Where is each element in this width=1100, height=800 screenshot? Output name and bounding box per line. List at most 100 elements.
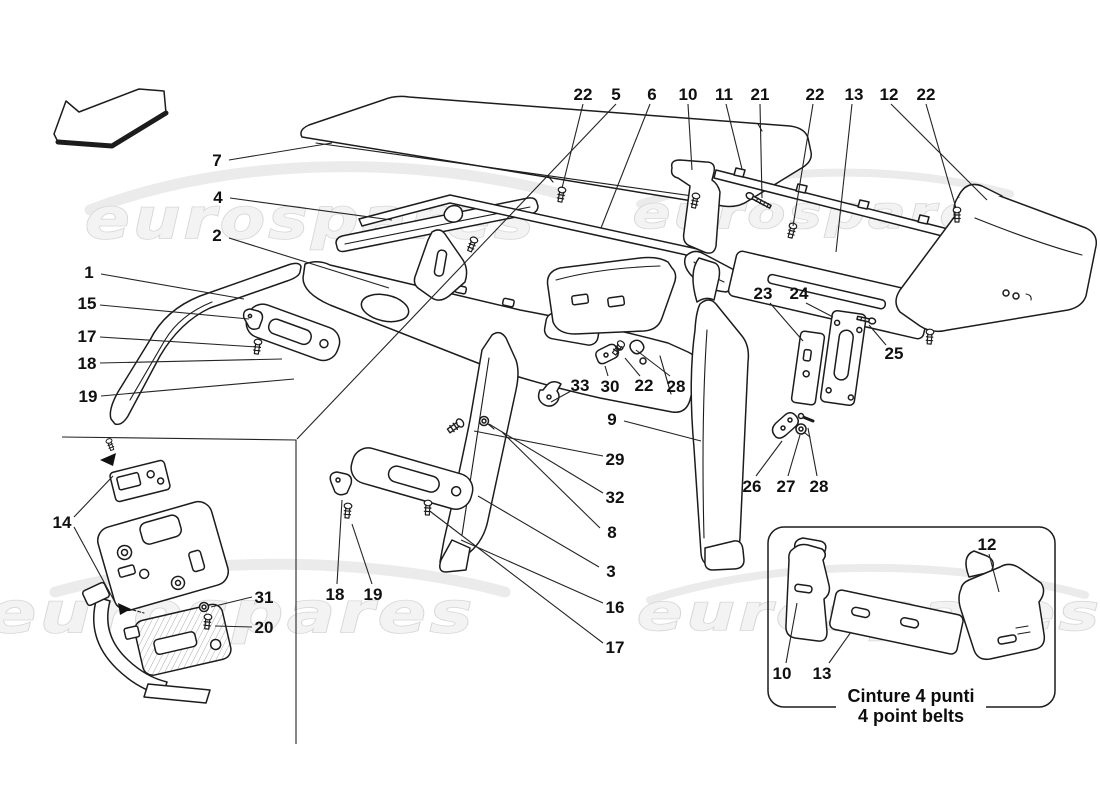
part-callout-28: 28	[810, 477, 829, 496]
part-callout-10: 10	[773, 664, 792, 683]
visor-clip	[242, 308, 264, 331]
part-callout-24: 24	[790, 284, 809, 303]
part-callout-22: 22	[806, 85, 825, 104]
part-callout-16: 16	[606, 598, 625, 617]
inset-bracket	[785, 537, 831, 642]
callout-leader-line	[430, 511, 604, 644]
console-bar	[143, 683, 211, 704]
callout-leader-line	[561, 103, 584, 189]
console-plate	[96, 500, 230, 612]
bolt-icon	[445, 416, 467, 436]
callout-leader-line	[604, 365, 609, 377]
part-callout-26: 26	[743, 477, 762, 496]
screw-icon	[422, 499, 433, 516]
part-callout-7: 7	[212, 151, 221, 170]
callout-leader-line	[635, 349, 671, 377]
part-callout-14: 14	[53, 513, 72, 532]
callout-leader-line	[501, 431, 601, 529]
callout-leader-line	[835, 103, 853, 253]
lever-clip	[771, 412, 799, 439]
overhead-console-group	[81, 437, 232, 704]
part-callout-30: 30	[601, 377, 620, 396]
part-callout-18: 18	[326, 585, 345, 604]
callout-leader-line	[725, 103, 743, 170]
visor-clip	[329, 471, 353, 496]
watermark-text: eurospares	[0, 581, 476, 646]
callout-leader-line	[769, 302, 804, 342]
callout-leader-line	[99, 304, 250, 320]
pointer-arrow-icon	[118, 603, 131, 615]
caption-backdrop	[836, 683, 986, 729]
part-callout-17: 17	[78, 327, 97, 346]
part-callout-13: 13	[813, 664, 832, 683]
b-pillar-trim	[439, 331, 519, 573]
part-callout-22: 22	[917, 85, 936, 104]
part-callout-15: 15	[78, 294, 97, 313]
pointer-arrow-icon	[100, 453, 116, 466]
inset-caption-line1: Cinture 4 punti	[848, 686, 975, 706]
swoosh-curve	[84, 161, 566, 216]
part-callout-1: 1	[84, 263, 93, 282]
screw-icon	[342, 502, 353, 520]
part-callout-31: 31	[255, 588, 274, 607]
part-callout-9: 9	[607, 410, 616, 429]
quarter-trim-panel	[895, 183, 1098, 333]
callout-leader-line	[100, 273, 245, 300]
callout-leader-line	[624, 357, 641, 377]
sun-visor-left	[242, 303, 341, 362]
callout-leader-line	[73, 475, 114, 518]
callout-leader-line	[925, 103, 957, 209]
c-pillar-trim	[690, 257, 750, 571]
callout-leader-line	[351, 523, 373, 585]
callout-leader-line	[807, 427, 818, 477]
part-callout-23: 23	[754, 284, 773, 303]
part-callout-12: 12	[978, 535, 997, 554]
callout-leader-line	[792, 103, 814, 227]
callout-leader-line	[477, 495, 600, 568]
callout-leader-line	[787, 434, 801, 477]
part-callout-22: 22	[635, 376, 654, 395]
part-callout-21: 21	[751, 85, 770, 104]
inset-caption-line2: 4 point belts	[858, 706, 964, 726]
console-switch-module	[109, 459, 171, 503]
inset-box-group	[767, 526, 1056, 729]
callout-leader-line	[229, 197, 393, 221]
screw-icon	[104, 437, 116, 452]
part-callout-8: 8	[607, 523, 616, 542]
part-callout-32: 32	[606, 488, 625, 507]
part-callout-29: 29	[606, 450, 625, 469]
inset-strip	[829, 589, 964, 655]
part-callout-10: 10	[679, 85, 698, 104]
detail-separator-line	[61, 436, 297, 744]
inset-quarter-trim	[958, 550, 1046, 661]
callout-leader-line	[210, 596, 253, 608]
callout-leader-line	[214, 625, 253, 628]
callout-leader-line	[687, 103, 693, 171]
quarter-strip-panel	[727, 250, 933, 340]
callout-leader-line	[828, 631, 852, 664]
part-callout-19: 19	[79, 387, 98, 406]
callout-leader-line	[805, 302, 834, 318]
callout-leader-line	[868, 324, 887, 346]
part-callout-5: 5	[611, 85, 620, 104]
callout-leader-line	[99, 358, 283, 364]
callout-leader-line	[336, 499, 343, 585]
mount-plate-slotted	[819, 309, 867, 407]
part-callout-20: 20	[255, 618, 274, 637]
direction-arrow-icon	[53, 88, 169, 149]
callout-leader-line	[785, 602, 798, 664]
part-callout-6: 6	[647, 85, 656, 104]
callout-leader-line	[228, 237, 390, 289]
callout-leader-line	[73, 526, 118, 607]
callout-leader-line	[759, 103, 763, 199]
callout-leader-line	[296, 103, 617, 440]
part-callout-11: 11	[715, 85, 733, 104]
part-callout-27: 27	[777, 477, 796, 496]
upper-pillar-trim	[413, 229, 468, 301]
part-callout-25: 25	[885, 344, 904, 363]
callout-leader-line	[988, 553, 1000, 593]
callout-leader-line	[623, 420, 702, 442]
